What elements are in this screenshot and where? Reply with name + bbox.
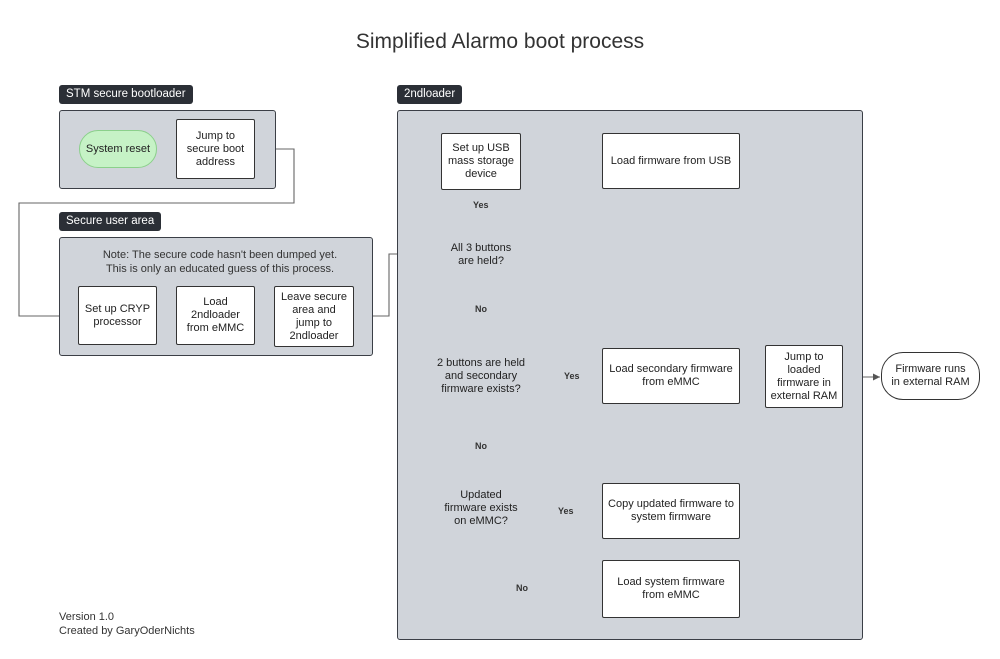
note-line-1: Note: The secure code hasn't been dumped…	[102, 249, 338, 261]
node-two-held: 2 buttons are held and secondary firmwar…	[436, 356, 526, 395]
node-setup-cryp: Set up CRYP processor	[78, 286, 157, 345]
group-tag-stm-bootloader: STM secure bootloader	[59, 85, 193, 104]
node-jump-secure-boot: Jump to secure boot address	[176, 119, 255, 179]
edge-label-no-all3: No	[474, 304, 488, 315]
note-line-2: This is only an educated guess of this p…	[105, 263, 335, 275]
node-jump-loaded: Jump to loaded firmware in external RAM	[765, 345, 843, 408]
group-tag-secure-user-area: Secure user area	[59, 212, 162, 231]
node-load-secondary: Load secondary firmware from eMMC	[602, 348, 740, 404]
node-load-2ndloader: Load 2ndloader from eMMC	[176, 286, 255, 345]
footer-credit: Created by GaryOderNichts	[59, 625, 195, 637]
node-firmware-runs: Firmware runs in external RAM	[881, 352, 980, 400]
node-leave-secure: Leave secure area and jump to 2ndloader	[274, 286, 354, 347]
edge-label-no-two: No	[474, 441, 488, 452]
node-all3-held: All 3 buttons are held?	[450, 242, 512, 267]
edge-jump-to-cryp	[18, 148, 295, 320]
footer: Version 1.0 Created by GaryOderNichts	[59, 610, 195, 638]
diagram-title: Simplified Alarmo boot process	[355, 30, 645, 53]
note-text: Note: The secure code hasn't been dumped…	[70, 248, 370, 276]
node-updated-exists: Updated firmware exists on eMMC?	[444, 488, 518, 527]
edge-label-no-updated: No	[515, 583, 529, 594]
edge-label-yes-two: Yes	[563, 371, 581, 382]
node-system-reset: System reset	[79, 130, 157, 168]
node-load-system: Load system firmware from eMMC	[602, 560, 740, 618]
node-load-usb: Load firmware from USB	[602, 133, 740, 189]
node-setup-usb: Set up USB mass storage device	[441, 133, 521, 190]
footer-version: Version 1.0	[59, 611, 115, 623]
group-tag-2ndloader: 2ndloader	[397, 85, 463, 104]
node-copy-updated: Copy updated firmware to system firmware	[602, 483, 740, 539]
edge-label-yes-all3: Yes	[472, 200, 490, 211]
edge-label-yes-updated: Yes	[557, 506, 575, 517]
